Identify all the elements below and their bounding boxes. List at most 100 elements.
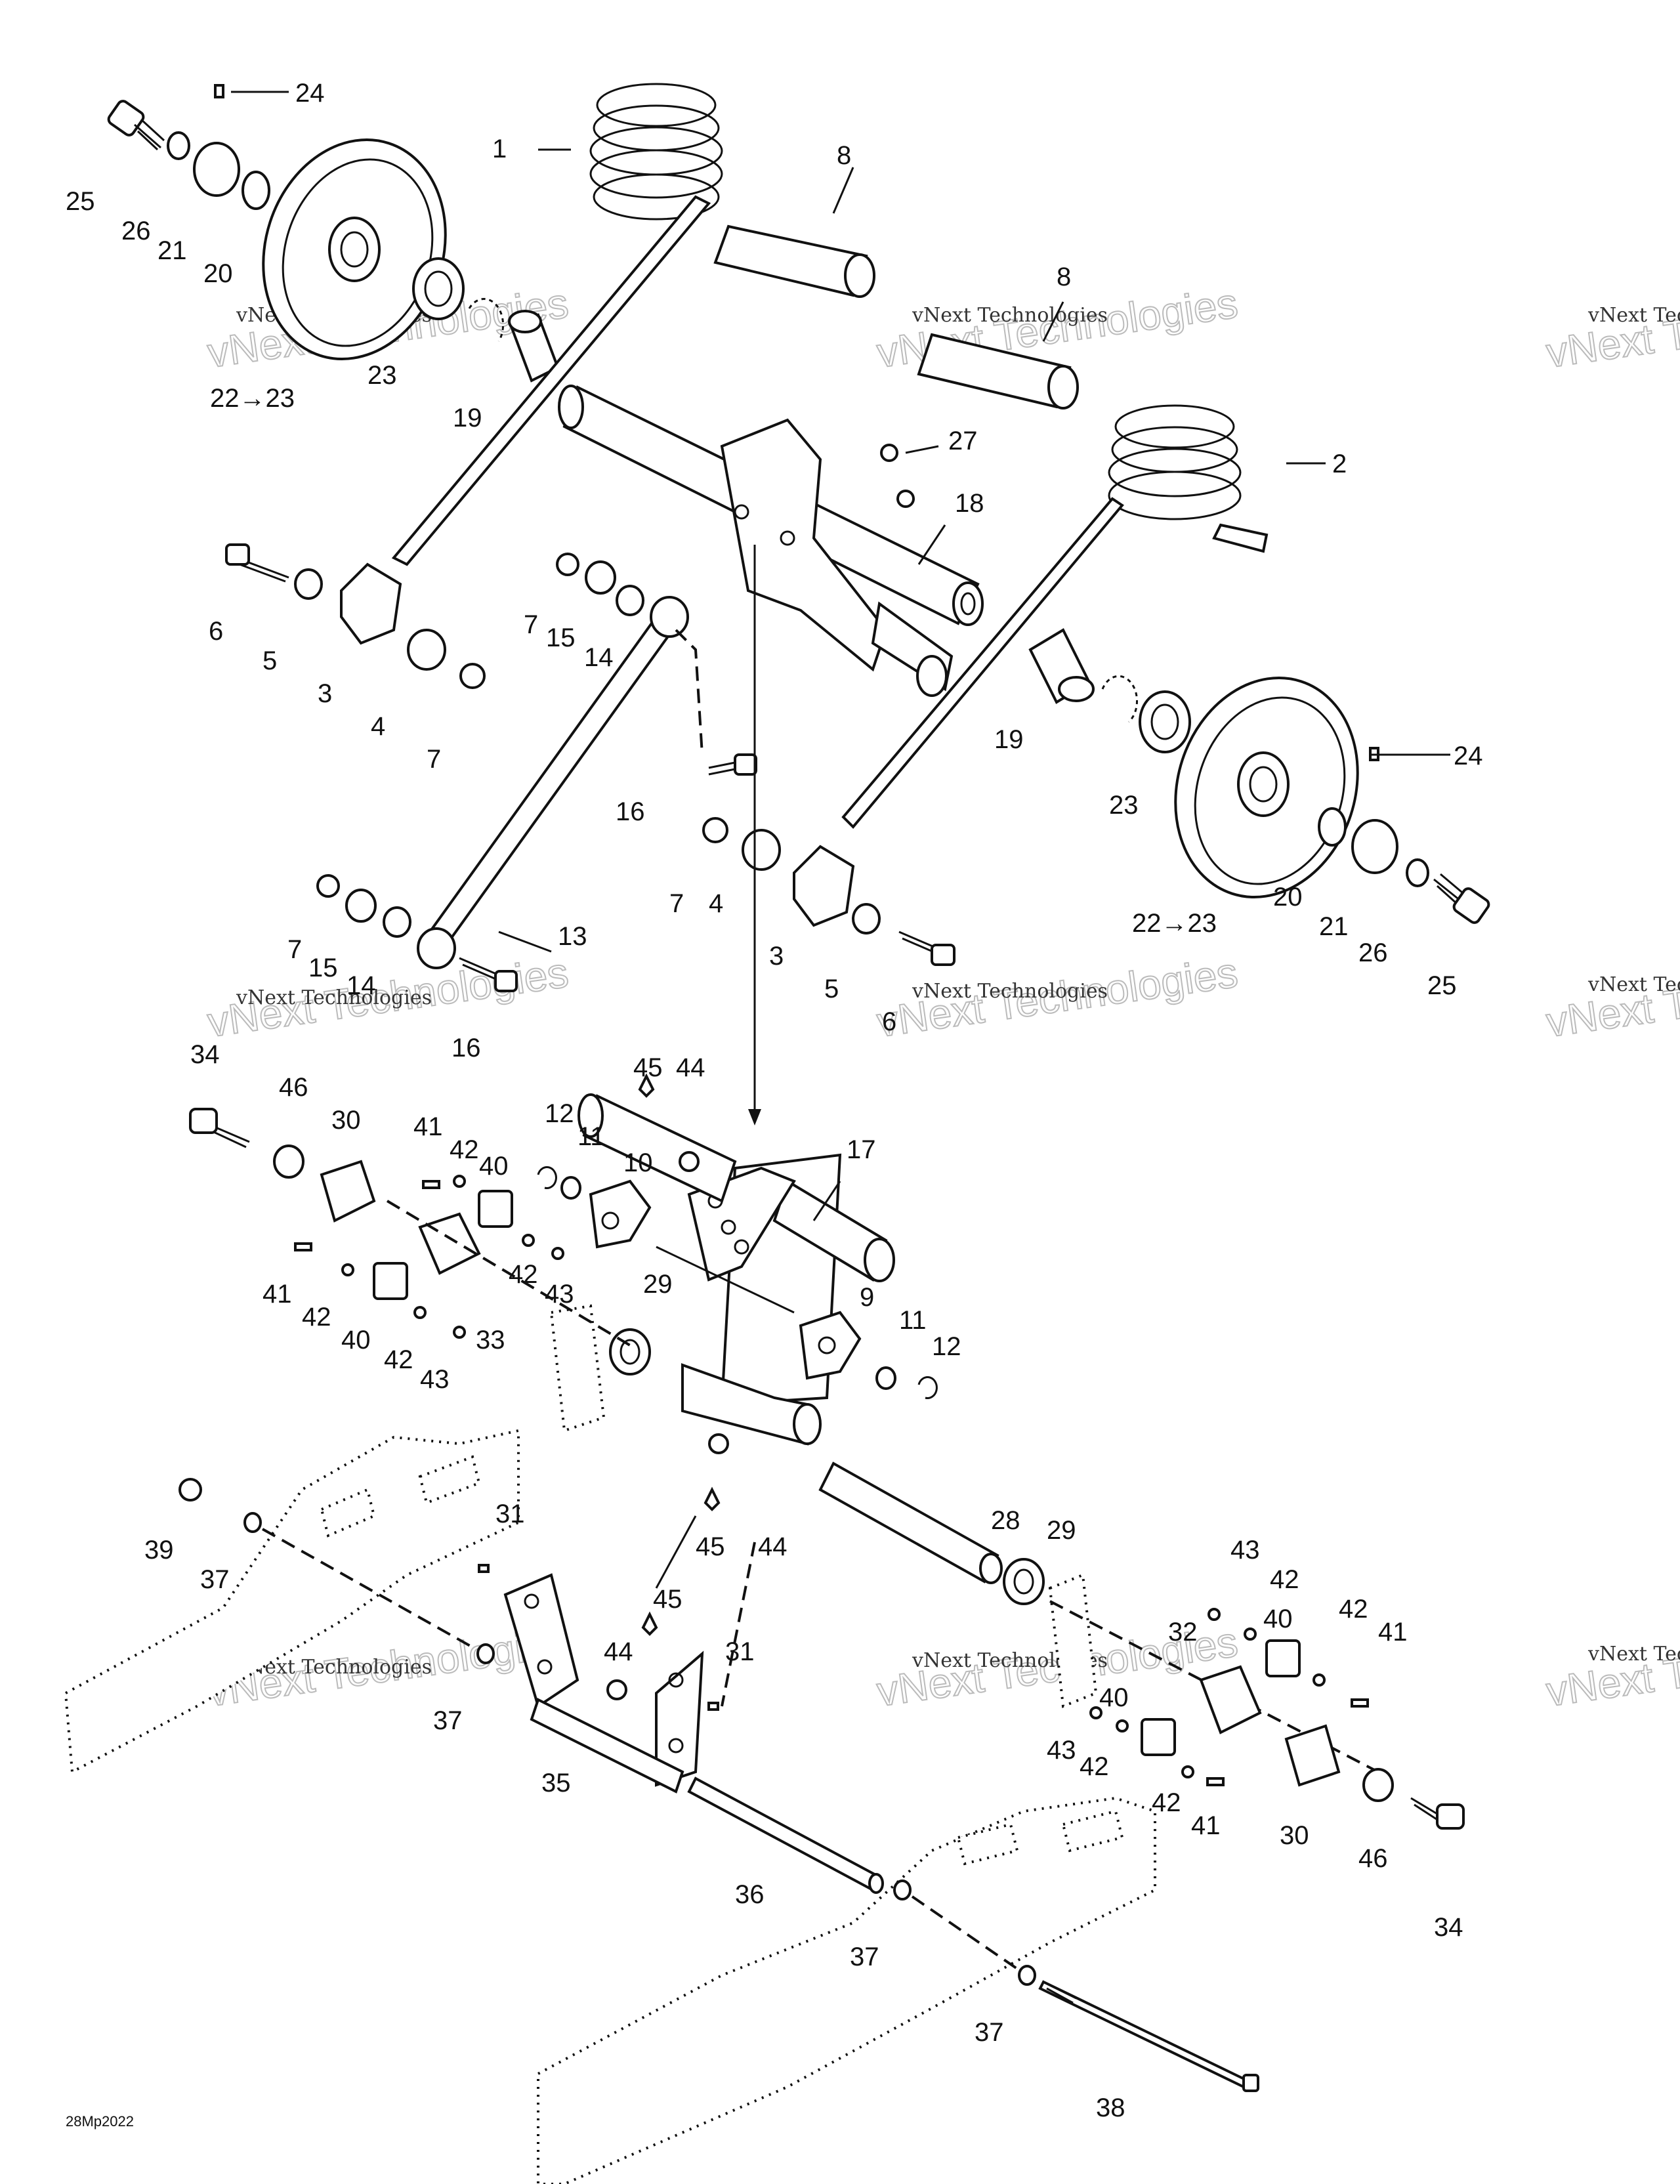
- rear-arm-35: [478, 1564, 719, 1794]
- callout-19: 19: [453, 404, 482, 432]
- callout-labels: 1 2 3 3 4 4 5 5 6 6 7 7 7 7 8 8 9 10 11 …: [66, 79, 1483, 2122]
- washer-37-c: [893, 1880, 912, 1900]
- nut-7-lower-link: [316, 874, 340, 898]
- washer-5-right: [852, 903, 881, 934]
- nut-39: [178, 1478, 202, 1502]
- watermark-big: vNext Technologies: [1544, 948, 1680, 1045]
- assembly-arrow: [748, 545, 761, 1125]
- watermark: vNext Technologies: [1587, 1643, 1680, 1666]
- callout-42: 42: [1270, 1565, 1299, 1594]
- bolt-41-d: [1206, 1777, 1225, 1786]
- callout-44: 44: [676, 1053, 705, 1082]
- left-stopper-3-group: [225, 543, 486, 689]
- callout-7: 7: [669, 889, 684, 918]
- nut-44-lower: [606, 1679, 627, 1700]
- callout-43: 43: [420, 1365, 450, 1394]
- bolt-16-lower: [494, 970, 518, 992]
- callout-24: 24: [295, 79, 325, 108]
- bushing-30-left: [320, 1160, 376, 1223]
- callout-41: 41: [262, 1280, 292, 1309]
- callout-29: 29: [1047, 1516, 1076, 1545]
- callout-32: 32: [1168, 1618, 1198, 1647]
- bushing-19-right: [1028, 628, 1095, 704]
- washer-11-left: [560, 1176, 581, 1200]
- callout-42: 42: [450, 1135, 479, 1164]
- washer-46-left: [273, 1144, 304, 1179]
- spacer-4-right: [742, 829, 781, 871]
- callout-22-23: 22→23: [210, 384, 295, 413]
- spring-2: [841, 404, 1269, 829]
- washer-42-e: [1244, 1628, 1257, 1641]
- watermark: vNext Technologies: [912, 980, 1108, 1003]
- spacer-21: [193, 142, 240, 197]
- bushing-14-lower: [383, 906, 411, 938]
- callout-22-23: 22→23: [1132, 909, 1217, 938]
- right-stopper-3-group: [702, 817, 956, 966]
- callout-23: 23: [368, 361, 397, 390]
- washer-42-c: [341, 1263, 354, 1276]
- washer-42-b: [522, 1234, 535, 1247]
- washer-11-right: [875, 1366, 896, 1390]
- callout-3: 3: [318, 679, 332, 708]
- spring-1: [391, 83, 723, 566]
- plug-24: [214, 84, 224, 98]
- callout-40: 40: [479, 1152, 509, 1181]
- callout-5: 5: [824, 975, 839, 1003]
- bumper-33: [418, 1212, 481, 1275]
- washer-37-b: [476, 1643, 495, 1664]
- callout-13: 13: [558, 922, 587, 951]
- callout-26: 26: [121, 217, 151, 245]
- pin-31-left: [478, 1564, 490, 1573]
- washer-5: [294, 568, 323, 600]
- drawing-code: 28Mp2022: [66, 2113, 134, 2130]
- bolt-38: [1038, 1980, 1259, 2092]
- bolt-27: [880, 444, 915, 508]
- callout-8: 8: [837, 141, 851, 170]
- callout-19: 19: [994, 725, 1024, 754]
- callout-37: 37: [200, 1565, 230, 1594]
- pivot-block-10: [589, 1179, 652, 1249]
- bushing-29-upper: [609, 1328, 651, 1376]
- callout-2: 2: [1332, 450, 1347, 478]
- watermark: vNext Technologies: [1587, 973, 1680, 996]
- washer-42-d: [413, 1306, 427, 1319]
- sleeve-8-lower: [917, 333, 1079, 410]
- bolt-41-c: [1351, 1698, 1369, 1708]
- callout-11: 11: [899, 1306, 927, 1335]
- callout-42: 42: [1152, 1788, 1181, 1817]
- lower-eye-13: [417, 927, 456, 969]
- callout-18: 18: [955, 489, 984, 518]
- right-bumper-group: [1049, 1600, 1465, 1830]
- circlip-22-right: [1101, 675, 1138, 723]
- block-40-lower-right: [1141, 1718, 1176, 1756]
- bolt-34-left: [189, 1108, 218, 1134]
- callout-20: 20: [1273, 883, 1303, 912]
- watermark-big: vNext Technologies: [1544, 279, 1680, 376]
- fitting-45-mid: [704, 1486, 721, 1511]
- washer-26: [167, 131, 190, 160]
- callout-9: 9: [860, 1283, 874, 1312]
- block-40-upper-right: [1265, 1639, 1301, 1677]
- callout-12: 12: [932, 1332, 961, 1361]
- callout-3: 3: [769, 942, 784, 971]
- block-40-upper-left: [478, 1190, 513, 1228]
- callout-40: 40: [341, 1326, 371, 1354]
- nut-44-mid: [708, 1433, 729, 1454]
- callout-35: 35: [541, 1769, 571, 1797]
- callout-4: 4: [371, 712, 385, 741]
- upper-eye-13: [650, 596, 689, 638]
- callout-10: 10: [623, 1148, 653, 1177]
- callout-6: 6: [882, 1007, 896, 1036]
- callout-4: 4: [709, 889, 723, 918]
- callout-5: 5: [262, 646, 277, 675]
- watermark: vNext Technologies: [912, 304, 1108, 327]
- side-plate-left-upper: [549, 1304, 606, 1433]
- nut-43-a: [551, 1247, 564, 1260]
- nut-7-right: [702, 817, 728, 843]
- nut-43-d: [1089, 1706, 1102, 1719]
- callout-40: 40: [1263, 1605, 1293, 1633]
- bolt-6-right: [931, 944, 956, 966]
- bolt-25: [107, 100, 165, 151]
- washer-42-f: [1312, 1673, 1326, 1687]
- upper-cross-shaft-18: [558, 385, 984, 697]
